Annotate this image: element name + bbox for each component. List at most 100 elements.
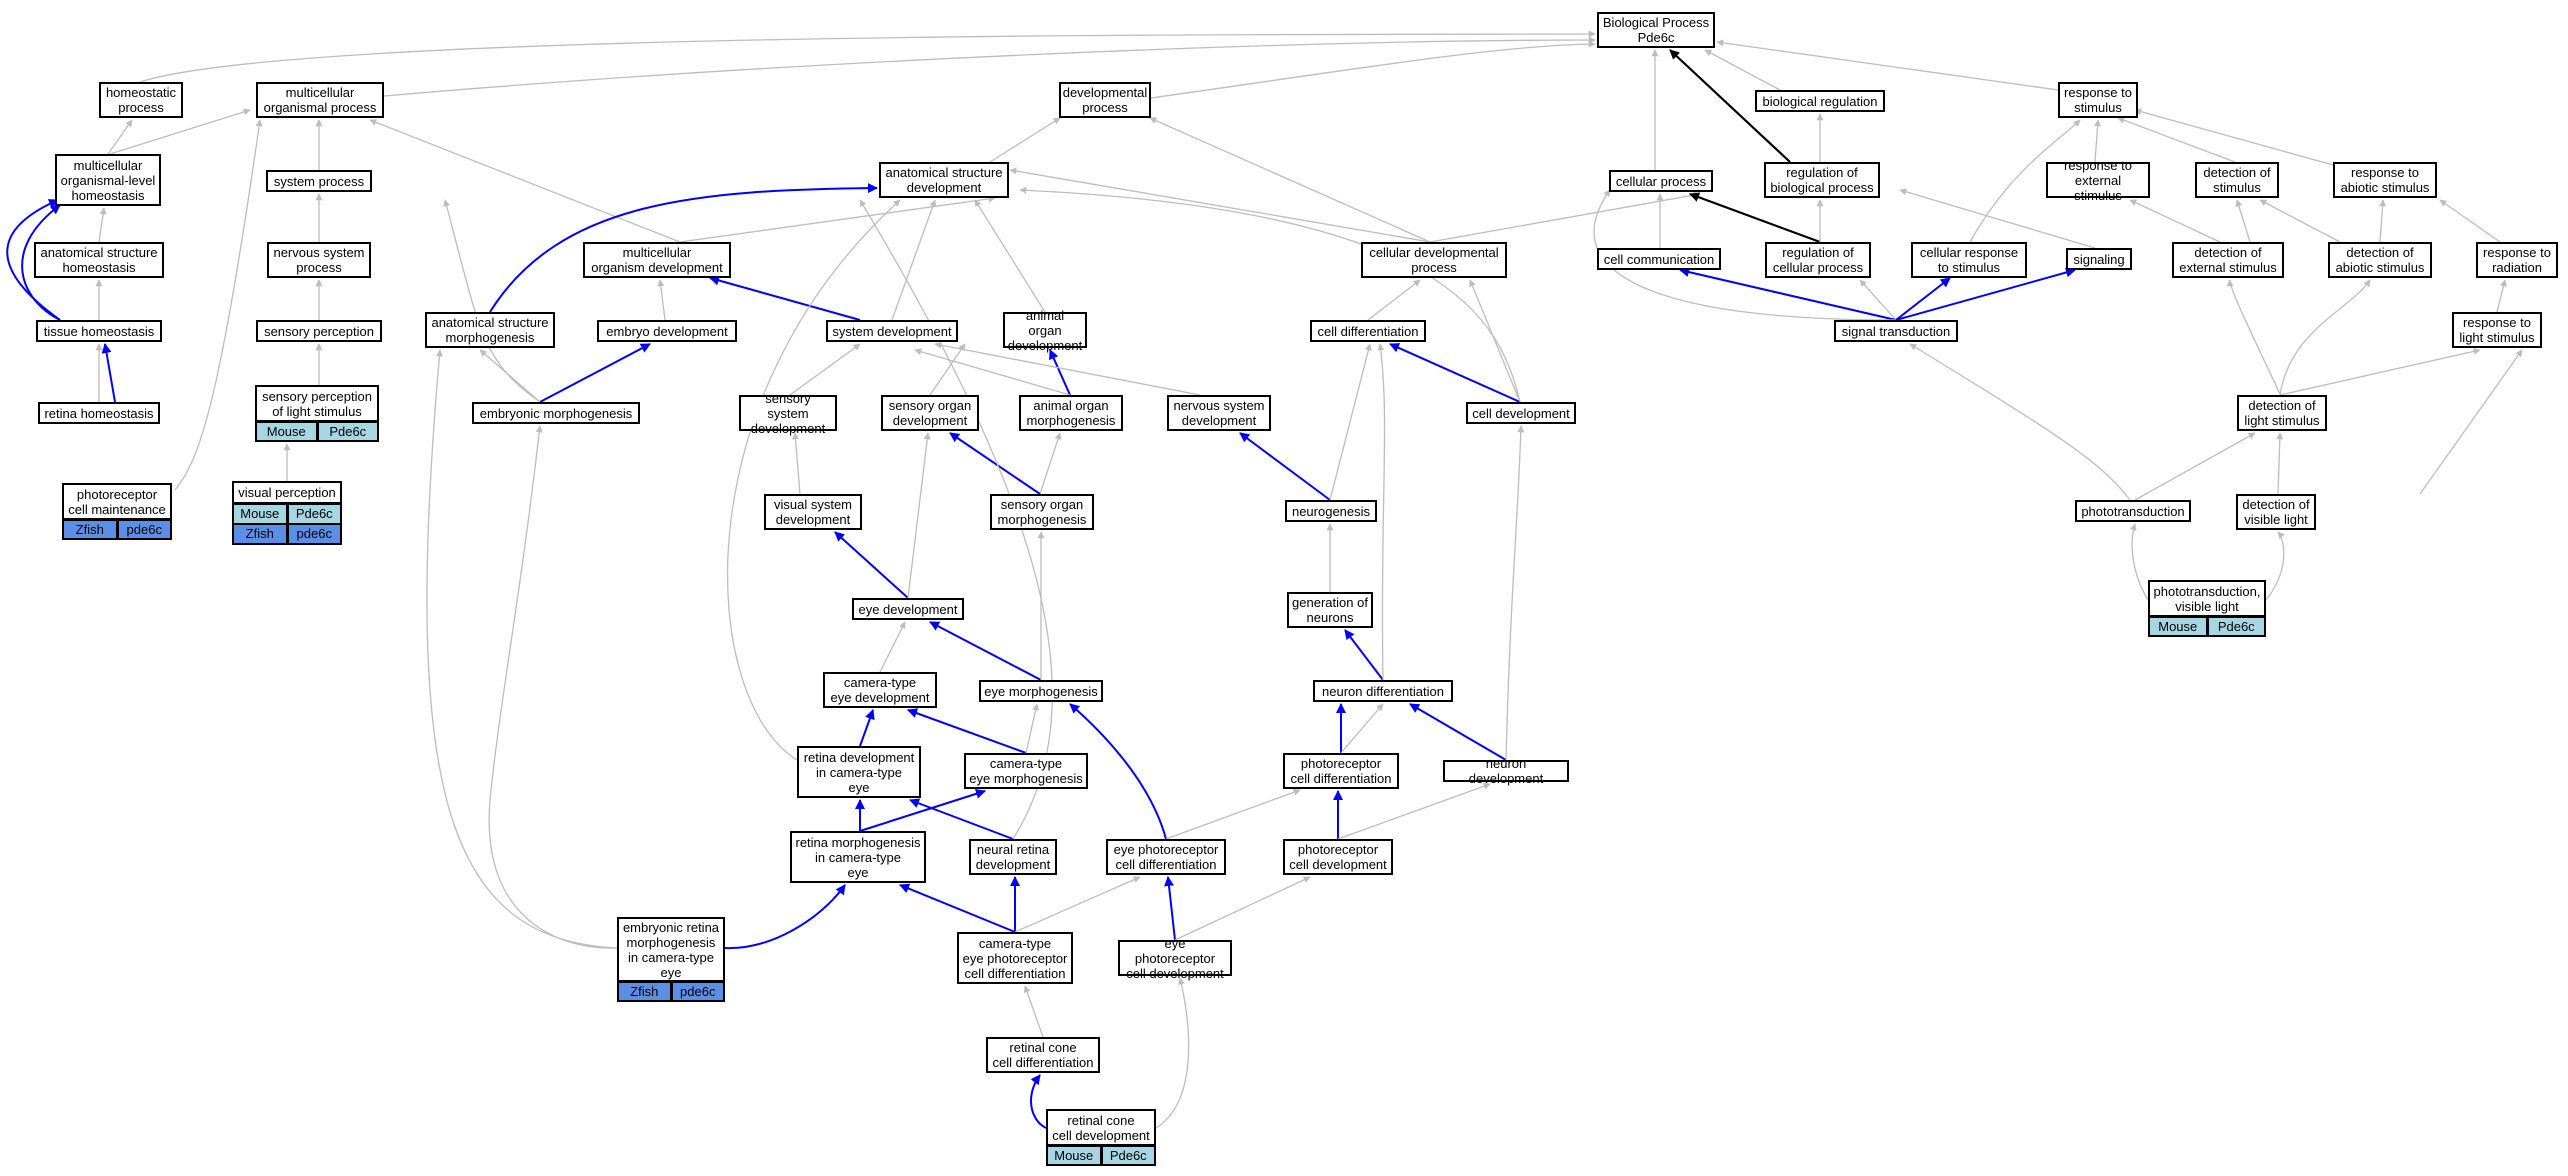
go-term-system-development[interactable]: system development — [826, 320, 958, 342]
ortholog-gene[interactable]: pde6c — [287, 524, 342, 545]
go-term-camera-type-eye-development[interactable]: camera-type eye development — [823, 672, 937, 708]
go-term-regulation-of-biological-process[interactable]: regulation of biological process — [1764, 162, 1880, 198]
go-term-neurogenesis[interactable]: neurogenesis — [1285, 500, 1377, 522]
is-a-edge — [1174, 876, 1311, 941]
go-term-sensory-perception[interactable]: sensory perception — [256, 320, 382, 342]
ortholog-gene[interactable]: Pde6c — [317, 421, 379, 442]
is-a-edge — [2279, 347, 2481, 396]
go-term-multicellular-organism-development[interactable]: multicellular organism development — [583, 242, 731, 278]
go-term-regulation-of-cellular-process[interactable]: regulation of cellular process — [1765, 242, 1871, 278]
go-term-photoreceptor-cell-differentiation[interactable]: photoreceptor cell differentiation — [1283, 753, 1399, 789]
go-term-detection-of-abiotic-stimulus[interactable]: detection of abiotic stimulus — [2328, 242, 2432, 278]
go-term-sensory-organ-morphogenesis[interactable]: sensory organ morphogenesis — [990, 494, 1094, 530]
go-term-nervous-system-process[interactable]: nervous system process — [267, 242, 371, 278]
go-term-signal-transduction[interactable]: signal transduction — [1834, 320, 1958, 342]
go-term-system-process[interactable]: system process — [266, 170, 372, 192]
go-term-phototransduction-visible-light[interactable]: phototransduction, visible light — [2148, 580, 2266, 616]
go-term-visual-system-development[interactable]: visual system development — [764, 494, 862, 530]
is-a-edge — [1340, 703, 1384, 754]
go-term-retina-development-in-camera-type-eye[interactable]: retina development in camera-type eye — [797, 746, 921, 798]
go-term-cell-differentiation[interactable]: cell differentiation — [1310, 320, 1426, 342]
ortholog-gene[interactable]: Pde6c — [1101, 1145, 1156, 1166]
ortholog-gene[interactable]: Pde6c — [287, 503, 342, 524]
is-a-edge — [1165, 788, 1301, 840]
is-a-edge — [1009, 167, 1431, 243]
go-term-multicellular-organismal-homeostasis[interactable]: multicellular organismal-level homeostas… — [55, 154, 161, 206]
go-term-sensory-perception-of-light-stimulus[interactable]: sensory perception of light stimulus — [255, 385, 379, 421]
go-term-retina-morphogenesis-in-camera-type-eye[interactable]: retina morphogenesis in camera-type eye — [790, 831, 926, 883]
go-term-retinal-cone-cell-development[interactable]: retinal cone cell development — [1046, 1109, 1156, 1145]
go-term-neural-retina-development[interactable]: neural retina development — [969, 839, 1057, 875]
go-term-embryo-development[interactable]: embryo development — [597, 320, 737, 342]
go-term-neuron-differentiation[interactable]: neuron differentiation — [1313, 680, 1453, 702]
go-term-homeostatic-process[interactable]: homeostatic process — [99, 82, 183, 118]
go-term-response-to-external-stimulus[interactable]: response to external stimulus — [2046, 158, 2150, 203]
go-term-anatomical-structure-development[interactable]: anatomical structure development — [879, 162, 1009, 198]
go-term-detection-of-stimulus[interactable]: detection of stimulus — [2195, 162, 2279, 198]
is-a-edge — [657, 279, 666, 321]
go-term-detection-of-external-stimulus[interactable]: detection of external stimulus — [2172, 242, 2284, 278]
is-a-edge — [1019, 186, 1521, 403]
regulates-edge — [1669, 49, 1791, 163]
part-of-edge — [1069, 703, 1167, 840]
go-term-embryonic-morphogenesis[interactable]: embryonic morphogenesis — [472, 402, 640, 424]
part-of-edge — [949, 432, 1041, 495]
go-term-cellular-response-to-stimulus[interactable]: cellular response to stimulus — [1911, 242, 2027, 278]
go-term-biological-regulation[interactable]: biological regulation — [1755, 90, 1885, 112]
is-a-edge — [1367, 279, 1421, 321]
go-term-anatomical-structure-morphogenesis[interactable]: anatomical structure morphogenesis — [425, 312, 555, 348]
go-term-cellular-developmental-process[interactable]: cellular developmental process — [1361, 242, 1507, 278]
is-a-edge — [2496, 279, 2507, 313]
go-term-response-to-abiotic-stimulus[interactable]: response to abiotic stimulus — [2333, 162, 2437, 198]
is-a-edge — [1039, 432, 1062, 495]
go-term-embryonic-retina-morphogenesis[interactable]: embryonic retina morphogenesis in camera… — [617, 917, 725, 981]
go-term-detection-of-light-stimulus[interactable]: detection of light stimulus — [2237, 395, 2327, 431]
is-a-edge — [1859, 279, 1897, 321]
go-term-camera-type-eye-morphogenesis[interactable]: camera-type eye morphogenesis — [964, 753, 1088, 789]
go-term-response-to-light-stimulus[interactable]: response to light stimulus — [2452, 312, 2542, 348]
go-term-cellular-process[interactable]: cellular process — [1609, 170, 1713, 192]
go-term-animal-organ-development[interactable]: animal organ development — [1003, 308, 1087, 353]
part-of-edge — [1049, 349, 1071, 396]
go-term-photoreceptor-cell-maintenance[interactable]: photoreceptor cell maintenance — [62, 483, 172, 519]
go-term-biological-process[interactable]: Biological Process Pde6c — [1597, 12, 1715, 48]
go-term-visual-perception[interactable]: visual perception — [232, 481, 342, 503]
go-term-animal-organ-morphogenesis[interactable]: animal organ morphogenesis — [1019, 395, 1123, 431]
part-of-edge — [21, 204, 61, 321]
go-term-generation-of-neurons[interactable]: generation of neurons — [1287, 592, 1373, 628]
go-term-developmental-process[interactable]: developmental process — [1059, 82, 1151, 118]
go-term-retinal-cone-cell-differentiation[interactable]: retinal cone cell differentiation — [986, 1037, 1100, 1073]
part-of-edge — [539, 343, 651, 403]
go-term-retina-homeostasis[interactable]: retina homeostasis — [38, 402, 160, 424]
go-term-eye-development[interactable]: eye development — [852, 598, 964, 620]
go-term-eye-photoreceptor-cell-differentiation[interactable]: eye photoreceptor cell differentiation — [1106, 839, 1226, 875]
go-term-signaling[interactable]: signaling — [2066, 248, 2132, 270]
go-term-photoreceptor-cell-development[interactable]: photoreceptor cell development — [1283, 839, 1393, 875]
go-term-cell-development[interactable]: cell development — [1466, 402, 1576, 424]
go-term-cell-communication[interactable]: cell communication — [1597, 248, 1721, 270]
ortholog-gene[interactable]: Pde6c — [2207, 616, 2266, 637]
ortholog-row-mouse: Mouse Pde6c — [255, 421, 379, 442]
go-term-nervous-system-development[interactable]: nervous system development — [1167, 395, 1271, 431]
go-term-sensory-system-development[interactable]: sensory system development — [739, 391, 837, 436]
ortholog-row-zfish: Zfish pde6c — [232, 524, 342, 545]
go-term-eye-morphogenesis[interactable]: eye morphogenesis — [979, 680, 1103, 702]
go-term-response-to-stimulus[interactable]: response to stimulus — [2058, 82, 2138, 118]
part-of-edge — [6, 199, 61, 321]
go-term-anatomical-structure-homeostasis[interactable]: anatomical structure homeostasis — [34, 242, 164, 278]
go-term-tissue-homeostasis[interactable]: tissue homeostasis — [36, 320, 162, 342]
go-term-phototransduction[interactable]: phototransduction — [2075, 500, 2191, 522]
ortholog-gene[interactable]: pde6c — [117, 519, 172, 540]
ortholog-gene[interactable]: pde6c — [671, 981, 725, 1002]
go-term-detection-of-visible-light[interactable]: detection of visible light — [2236, 494, 2316, 530]
go-term-multicellular-organismal-process[interactable]: multicellular organismal process — [256, 82, 384, 118]
go-term-response-to-radiation[interactable]: response to radiation — [2476, 242, 2558, 278]
is-a-edge — [792, 432, 801, 495]
go-term-sensory-organ-development[interactable]: sensory organ development — [881, 395, 979, 431]
is-a-edge — [1149, 117, 1431, 243]
is-a-edge — [2094, 119, 2102, 163]
go-term-eye-photoreceptor-cell-development[interactable]: eye photoreceptor cell development — [1118, 936, 1232, 981]
go-term-neuron-development[interactable]: neuron development — [1443, 756, 1569, 786]
go-term-camera-type-eye-photoreceptor-cell-differentiation[interactable]: camera-type eye photoreceptor cell diffe… — [957, 932, 1073, 984]
